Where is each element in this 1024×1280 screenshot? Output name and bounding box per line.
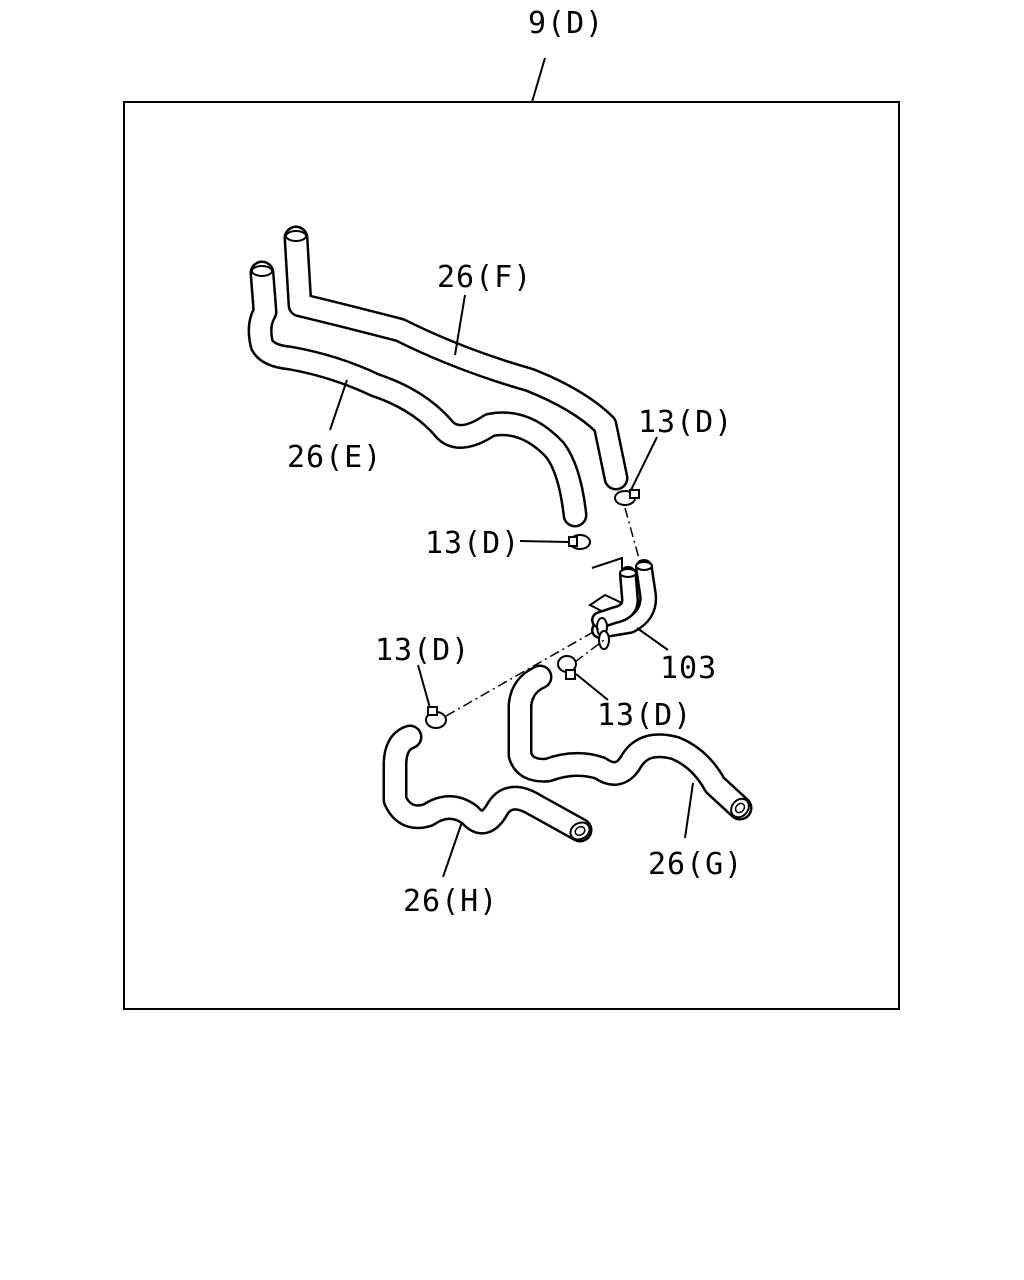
leader-13d-lower-left bbox=[417, 664, 431, 709]
hose-26e[interactable] bbox=[247, 260, 588, 528]
label-26e: 26(E) bbox=[287, 440, 382, 475]
alignment-line-lower bbox=[445, 626, 603, 717]
leader-13d-lower-mid bbox=[575, 673, 609, 701]
label-13d-mid-left: 13(D) bbox=[425, 526, 520, 561]
hose-26f[interactable] bbox=[283, 225, 629, 491]
assembly-leader bbox=[531, 57, 546, 103]
hose-26g[interactable] bbox=[507, 664, 753, 821]
leader-26g bbox=[684, 782, 694, 839]
clamp-13d-lower-left[interactable] bbox=[425, 706, 447, 729]
leader-26e bbox=[329, 379, 348, 431]
leader-13d-top-right bbox=[630, 436, 658, 491]
assembly-label: 9(D) bbox=[528, 6, 604, 41]
leader-13d-mid-left bbox=[519, 540, 569, 543]
label-13d-lower-left: 13(D) bbox=[375, 633, 470, 668]
leader-26h bbox=[442, 821, 463, 878]
joint-103[interactable] bbox=[588, 556, 658, 650]
label-13d-lower-mid: 13(D) bbox=[597, 698, 692, 733]
hose-26h[interactable] bbox=[382, 724, 593, 843]
clamp-13d-mid-left[interactable] bbox=[568, 534, 591, 550]
label-26f: 26(F) bbox=[437, 260, 532, 295]
leader-103 bbox=[636, 627, 669, 651]
alignment-line-lower-mid bbox=[574, 639, 605, 663]
label-103: 103 bbox=[660, 651, 717, 686]
clamp-13d-lower-mid[interactable] bbox=[557, 655, 577, 680]
diagram-frame bbox=[123, 101, 900, 1010]
clamp-13d-top-right[interactable] bbox=[614, 489, 640, 506]
alignment-line-right bbox=[624, 507, 641, 563]
label-26g: 26(G) bbox=[648, 847, 743, 882]
leader-26f bbox=[454, 294, 466, 356]
label-26h: 26(H) bbox=[403, 884, 498, 919]
label-13d-top-right: 13(D) bbox=[638, 405, 733, 440]
